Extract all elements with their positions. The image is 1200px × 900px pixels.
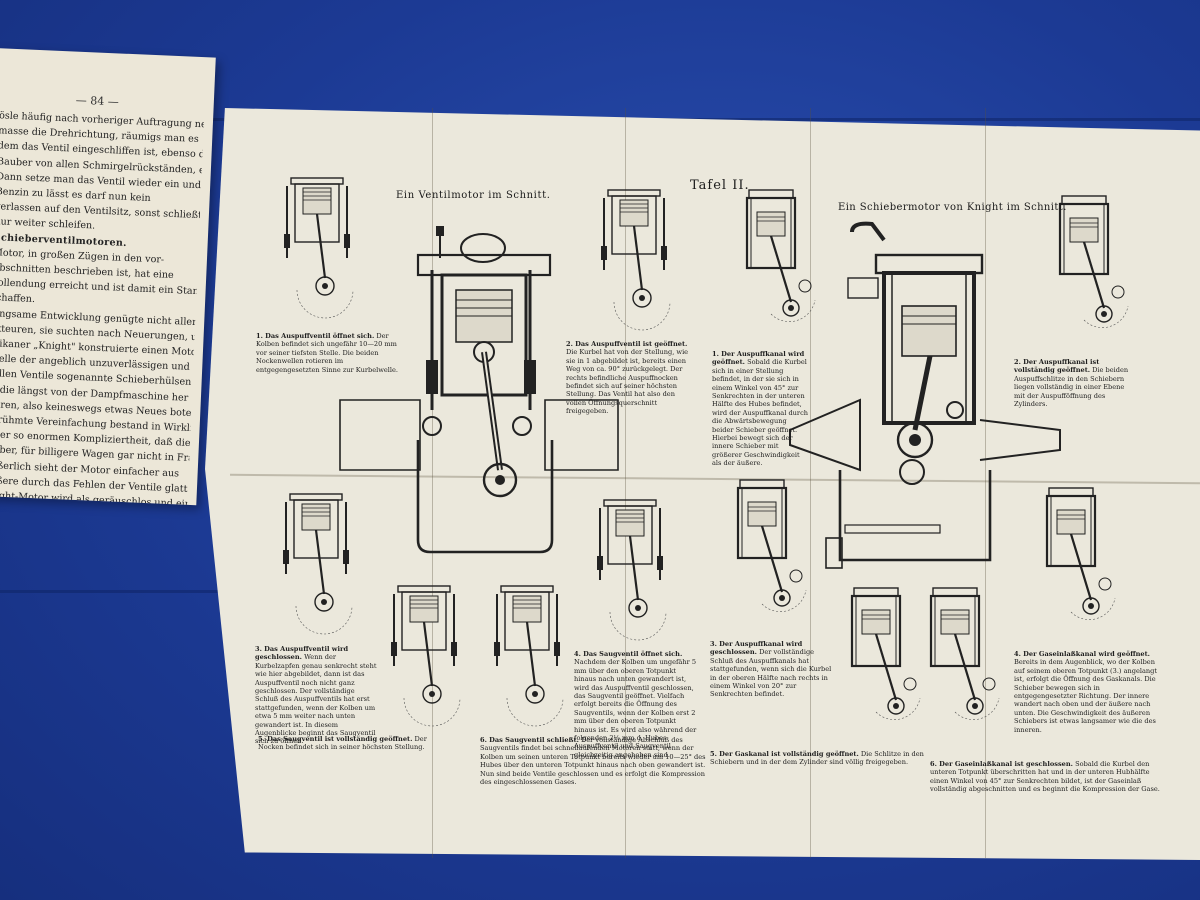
caption-valve-2: 2. Das Auspuffventil ist geöffnet. Die K… <box>566 340 689 416</box>
fold-line <box>985 108 986 858</box>
fold-line <box>625 108 626 858</box>
caption-valve-1: 1. Das Auspuffventil öffnet sich. Der Ko… <box>256 332 398 374</box>
caption-knight-5: 5. Der Gaskanal ist vollständig geöffnet… <box>710 750 924 767</box>
caption-knight-6: 6. Der Gaseinlaßkanal ist geschlossen. S… <box>930 760 1160 794</box>
caption-knight-2: 2. Der Auspuffkanal ist vollständig geöf… <box>1014 358 1129 409</box>
caption-knight-3: 3. Der Auspuffkanal wird geschlossen. De… <box>710 640 832 699</box>
caption-valve-4: 4. Das Saugventil öffnet sich. Nachdem d… <box>574 650 697 759</box>
fold-line <box>432 108 433 858</box>
plate-title-left: Ein Ventilmotor im Schnitt. <box>396 190 551 201</box>
valve-engine-section <box>339 226 619 554</box>
fold-line <box>810 108 811 858</box>
caption-knight-1: 1. Der Auspuffkanal wird geöffnet. Sobal… <box>712 350 809 468</box>
caption-valve-6: 6. Das Saugventil schließt. Der vollstän… <box>480 736 706 787</box>
foldout-plate <box>205 108 1200 860</box>
plate-number: Tafel II. <box>690 178 750 193</box>
caption-valve-3: 3. Das Auspuffventil wird geschlossen. W… <box>255 645 377 746</box>
knight-engine-section <box>789 221 1061 569</box>
caption-knight-4: 4. Der Gaseinlaßkanal wird geöffnet. Ber… <box>1014 650 1158 734</box>
plate-title-right: Ein Schiebermotor von Knight im Schnitt. <box>838 202 1067 213</box>
caption-valve-5: 5. Das Saugventil ist vollständig geöffn… <box>258 735 427 752</box>
